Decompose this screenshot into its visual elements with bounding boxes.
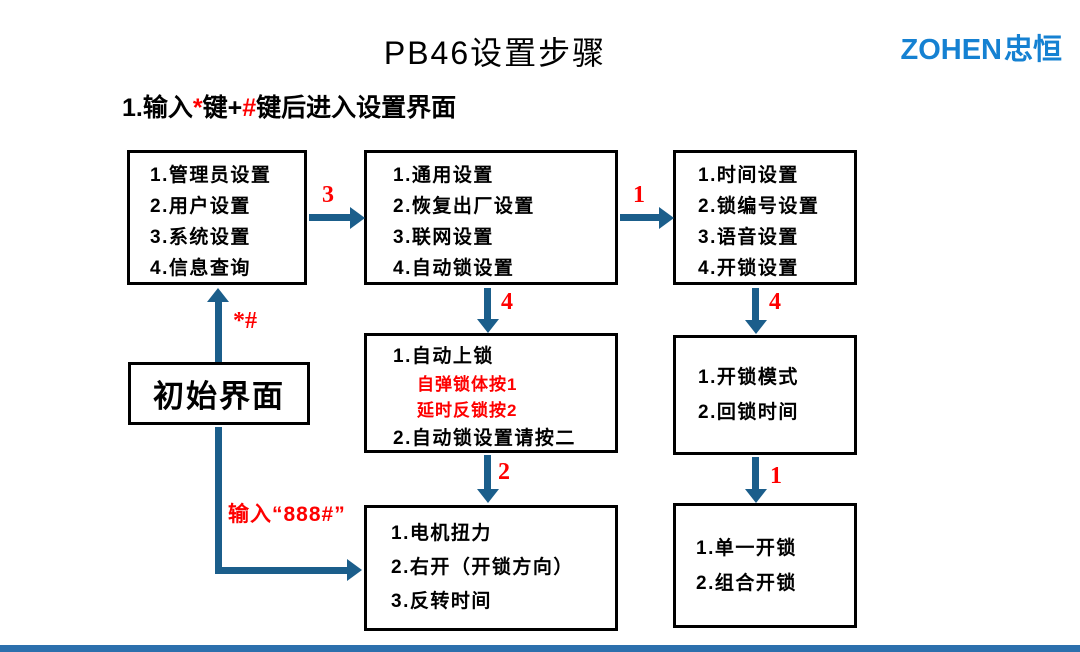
menu-item: 2.恢复出厂设置 (393, 196, 535, 217)
time-settings-box: 1.时间设置 2.锁编号设置 3.语音设置 4.开锁设置 (673, 150, 857, 285)
menu-item: 1.自动上锁 (393, 346, 494, 367)
menu-item: 4.信息查询 (150, 258, 251, 279)
menu-item: 4.自动锁设置 (393, 258, 515, 279)
arrow-shaft (484, 288, 491, 320)
menu-item: 1.管理员设置 (150, 165, 272, 186)
star-key: * (192, 94, 203, 122)
motor-settings-box: 1.电机扭力 2.右开（开锁方向） 3.反转时间 (364, 505, 618, 631)
step-instruction: 1.输入*键+#键后进入设置界面 (122, 88, 456, 124)
menu-item: 2.用户设置 (150, 196, 251, 217)
menu-item: 3.语音设置 (698, 227, 799, 248)
menu-item: 3.联网设置 (393, 227, 494, 248)
menu-item: 2.回锁时间 (698, 402, 799, 423)
arrow-label-1: 1 (633, 182, 645, 208)
menu-item: 3.反转时间 (391, 591, 492, 612)
arrow-shaft (309, 214, 351, 221)
arrow-label-star-hash: *# (233, 308, 257, 334)
arrowhead-right-icon (659, 207, 674, 229)
arrow-label-input-888: 输入“888#” (228, 503, 346, 526)
menu-item: 1.时间设置 (698, 165, 799, 186)
brand-logo-cjk: 忠恒 (1003, 34, 1062, 66)
step-instruction-prefix: 1.输入 (122, 94, 193, 122)
arrow-shaft (215, 427, 222, 573)
menu-item: 1.通用设置 (393, 165, 494, 186)
arrowhead-down-icon (745, 489, 767, 503)
arrowhead-right-icon (350, 207, 365, 229)
arrow-label-4: 4 (769, 289, 781, 315)
auto-lock-box: 1.自动上锁 自弹锁体按1 延时反锁按2 2.自动锁设置请按二 (364, 333, 618, 453)
arrow-label-2: 2 (498, 459, 510, 485)
arrowhead-down-icon (477, 489, 499, 503)
brand-logo-latin: ZOHEN (900, 34, 1002, 66)
general-settings-box: 1.通用设置 2.恢复出厂设置 3.联网设置 4.自动锁设置 (364, 150, 618, 285)
menu-item: 2.组合开锁 (696, 572, 797, 594)
arrowhead-down-icon (745, 320, 767, 334)
step-instruction-suffix: 键后进入设置界面 (256, 94, 457, 122)
arrowhead-up-icon (207, 288, 229, 302)
initial-screen-label: 初始界面 (153, 379, 285, 414)
unlock-mode-box: 1.开锁模式 2.回锁时间 (673, 335, 857, 455)
page-title: PB46设置步骤 (383, 35, 607, 71)
arrow-shaft (484, 455, 491, 490)
arrow-label-1: 1 (770, 463, 782, 489)
menu-item: 1.单一开锁 (696, 537, 797, 559)
menu-item: 2.右开（开锁方向） (391, 557, 574, 578)
unlock-type-box: 1.单一开锁 2.组合开锁 (673, 503, 857, 628)
arrow-shaft (752, 457, 759, 490)
initial-screen-box: 初始界面 (128, 362, 310, 425)
admin-settings-box: 1.管理员设置 2.用户设置 3.系统设置 4.信息查询 (127, 150, 307, 285)
arrowhead-down-icon (477, 319, 499, 333)
menu-item: 4.开锁设置 (698, 258, 799, 279)
step-instruction-mid: 键+ (202, 94, 243, 122)
menu-note: 延时反锁按2 (417, 401, 518, 420)
arrow-label-4: 4 (501, 289, 513, 315)
menu-item: 1.开锁模式 (698, 367, 799, 388)
menu-note: 自弹锁体按1 (417, 375, 518, 394)
footer-accent-bar (0, 645, 1080, 652)
brand-logo: ZOHEN忠恒 (900, 26, 1062, 68)
arrow-shaft (752, 288, 759, 321)
arrow-shaft (215, 567, 348, 574)
arrow-shaft (620, 214, 660, 221)
arrow-shaft (215, 300, 222, 362)
arrow-label-3: 3 (322, 182, 334, 208)
menu-item: 2.自动锁设置请按二 (393, 428, 576, 449)
arrowhead-right-icon (347, 559, 362, 581)
hash-key: # (242, 94, 257, 122)
menu-item: 3.系统设置 (150, 227, 251, 248)
menu-item: 2.锁编号设置 (698, 196, 820, 217)
menu-item: 1.电机扭力 (391, 523, 492, 544)
